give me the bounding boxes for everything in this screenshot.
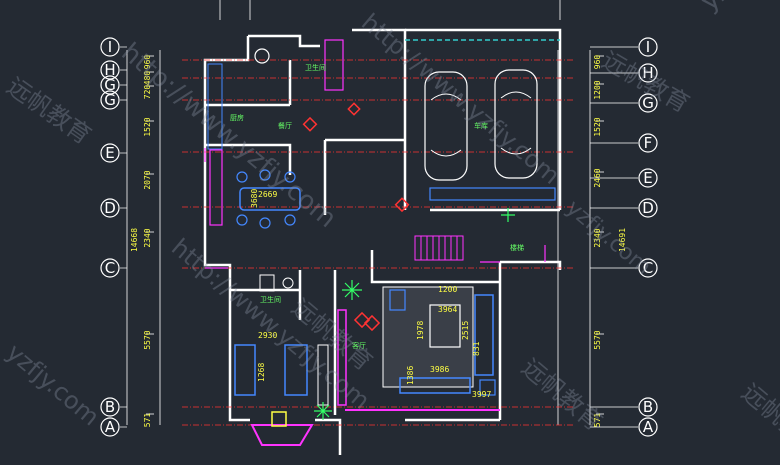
inner-dim: 1978 [416,321,425,340]
bedroom [234,274,329,446]
axis-label: D [642,199,654,217]
axis-label: H [642,64,653,82]
inner-dim: 3964 [438,305,457,314]
axis-bubble [638,258,658,278]
room-label: 厨房 [230,113,244,122]
dim-value: 571 [143,413,152,428]
axis-label: A [643,418,654,436]
axis-label: I [646,38,650,56]
carpet [382,286,474,388]
inner-dim: 3997 [472,390,491,399]
car-icon [494,69,538,179]
axis-bubble [100,90,120,110]
axis-label: E [643,169,652,187]
car-icon [424,71,468,181]
axis-bubble [638,37,658,57]
dim-value: 2070 [143,170,152,189]
axis-bubble [638,93,658,113]
room-label: 客厅 [352,341,366,350]
stairs [414,235,464,261]
room-label: 卫生间 [305,63,326,72]
inner-dim: 1268 [257,363,266,382]
axis-label: G [642,94,654,112]
dim-value: 1520 [143,117,152,136]
room-label: 卫生间 [260,295,281,304]
inner-dim: 2930 [258,331,277,340]
dim-value: 2340 [593,228,602,247]
axis-bubble [100,417,120,437]
axis-label: A [105,418,116,436]
inner-dim: 1200 [438,285,457,294]
living-room [337,286,500,411]
dim-value: 1520 [593,117,602,136]
dim-value: 2340 [143,228,152,247]
axis-label: C [105,259,115,277]
room-label: 楼梯 [510,243,524,252]
axis-bubble [638,168,658,188]
axis-bubble [638,417,658,437]
toilet-icon [282,277,294,289]
axis-label: C [643,259,653,277]
axis-bubble [638,63,658,83]
inner-dim: 3986 [430,365,449,374]
dim-value: 5570 [143,330,152,349]
axis-bubble [100,397,120,417]
dining-area [207,39,344,229]
room-labels: 卫生间 厨房 餐厅 客厅 车库 卫生间 楼梯 [230,63,524,350]
inner-dim: 3680 [250,189,259,208]
axis-label: B [105,398,115,416]
axis-label: B [643,398,653,416]
axis-label: G [104,91,116,109]
axis-label: I [108,38,112,56]
dim-total: 14668 [130,228,139,252]
wall-openings [204,148,546,269]
axis-label: E [105,144,114,162]
axis-label: F [644,134,653,152]
axis-bubble [100,37,120,57]
room-label: 车库 [474,121,488,130]
inner-dim: 2515 [461,321,470,340]
dim-value: 960 [593,55,602,70]
dim-total: 14691 [618,228,627,252]
walls [203,28,562,455]
axis-bubble [638,133,658,153]
axis-bubble [100,143,120,163]
inner-dim: 831 [472,341,481,356]
axis-bubble [100,60,120,80]
dim-value: 571 [593,413,602,428]
plant-icons [314,208,515,420]
dim-value: 480 [143,71,152,86]
dim-value: 960 [143,55,152,70]
room-label: 餐厅 [278,121,292,130]
garage [405,39,560,201]
axis-bubble [638,397,658,417]
dim-value: 1200 [593,80,602,99]
dimension-lines [126,0,591,425]
inner-dim: 2669 [258,190,277,199]
dim-value: 720 [143,85,152,100]
axis-label: G [104,76,116,94]
bay-window [250,424,314,446]
axis-bubble [100,258,120,278]
decor-red [302,102,410,332]
inner-dimensions: 2669 3680 1200 3964 1978 2515 831 1386 3… [250,189,491,399]
axis-bubble [638,198,658,218]
toilet-icon [254,48,270,64]
inner-dim: 1386 [406,366,415,385]
axis-bubbles-right: IHG FED C BA [590,37,658,437]
axis-bubble [100,75,120,95]
axis-label: H [104,61,115,79]
grid-lines [182,59,575,426]
axis-bubble [100,198,120,218]
dim-value: 5570 [593,330,602,349]
axis-label: D [104,199,116,217]
